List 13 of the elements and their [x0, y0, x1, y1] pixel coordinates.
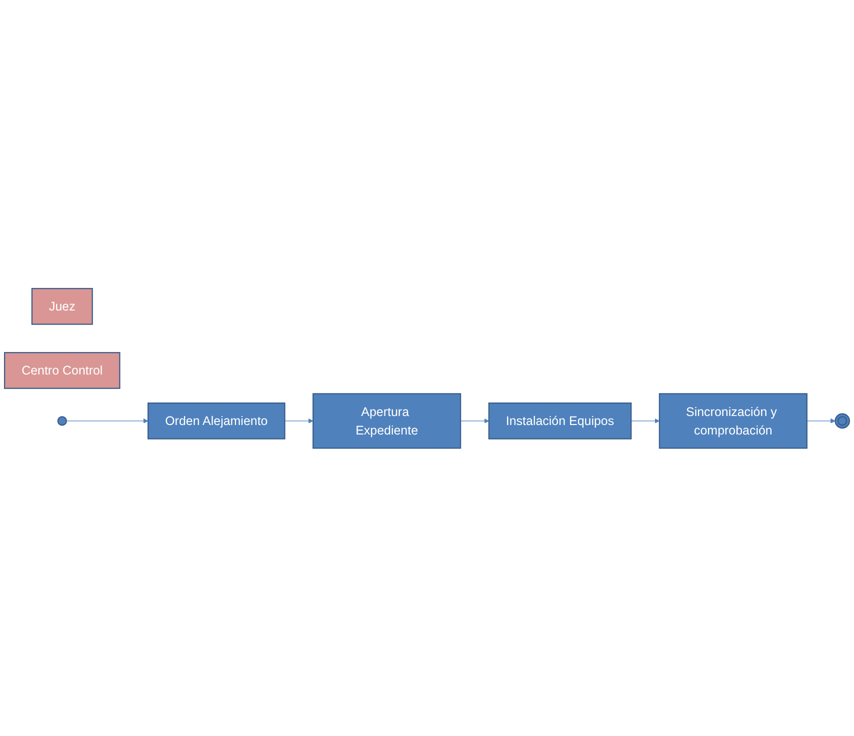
- node-box: Orden Alejamiento: [148, 402, 286, 440]
- node-box: Juez: [31, 288, 93, 324]
- arrow: [806, 418, 836, 424]
- node-box: Sincronización y comprobación: [658, 392, 808, 448]
- node-bullseye: [834, 412, 850, 428]
- node-circle: [57, 416, 67, 426]
- node-box: Apertura Expediente: [312, 392, 462, 448]
- node-box: Centro Control: [4, 352, 120, 389]
- arrow: [66, 418, 148, 424]
- arrow: [284, 418, 314, 424]
- arrow: [630, 418, 660, 424]
- arrow: [460, 418, 490, 424]
- node-box: Instalación Equipos: [488, 402, 632, 440]
